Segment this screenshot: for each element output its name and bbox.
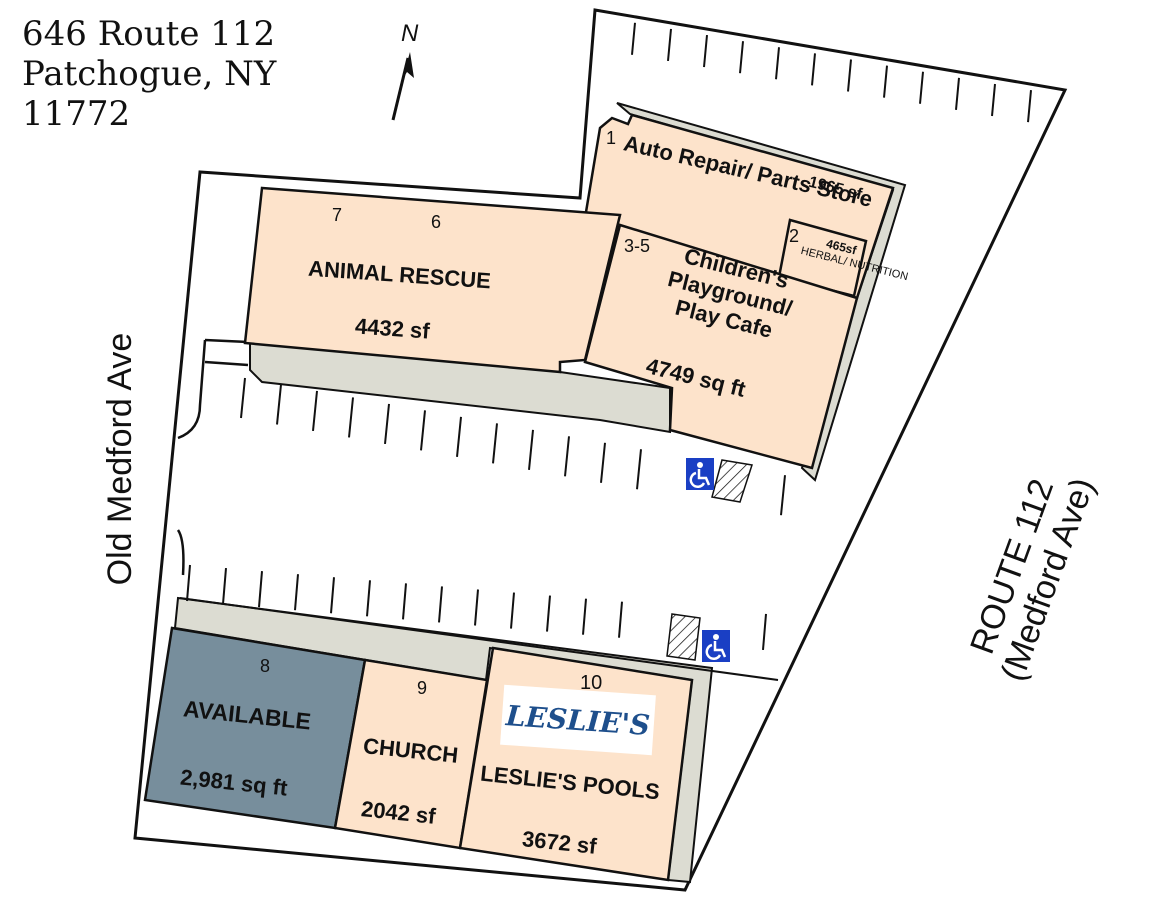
parking-stripe	[402, 583, 407, 620]
parking-stripe	[294, 574, 299, 611]
parking-stripe	[474, 589, 479, 626]
handicap-icon-south	[702, 630, 730, 662]
handicap-icon-north	[686, 458, 714, 490]
unit-animal-rescue	[243, 186, 622, 374]
parking-stripe	[366, 580, 371, 617]
unit-number-9: 9	[417, 678, 428, 698]
parking-stripe	[955, 77, 960, 110]
north-label: N	[401, 20, 419, 47]
parking-stripe	[883, 65, 888, 98]
north-arrow-icon	[391, 52, 414, 121]
parking-stripe	[528, 429, 534, 470]
parking-stripe	[179, 597, 779, 681]
parking-stripe	[919, 71, 924, 104]
parking-stripe	[492, 423, 498, 464]
parking-stripe	[222, 567, 227, 605]
hatched-space-north	[711, 459, 753, 503]
parking-stripe	[739, 41, 744, 74]
parking-stripe	[582, 598, 587, 635]
unit-number-6: 6	[431, 212, 442, 232]
parking-stripe	[186, 564, 191, 602]
parking-stripe	[330, 577, 335, 614]
address-line3: 11772	[22, 94, 131, 134]
parking-stripe	[780, 475, 786, 516]
parking-stripe	[703, 34, 708, 68]
parking-stripe	[847, 59, 852, 92]
address-block: 646 Route 112 Patchogue, NY 11772	[22, 14, 276, 134]
address-line1: 646 Route 112	[22, 14, 276, 54]
road-old-medford-ave: Old Medford Ave	[101, 332, 139, 586]
parking-stripe	[348, 397, 354, 438]
unit-number-7: 7	[332, 205, 343, 225]
unit-childrens-playground	[583, 223, 859, 470]
parking-stripe	[762, 613, 767, 651]
parking-stripe	[276, 384, 282, 425]
unit-number-2: 2	[789, 226, 800, 246]
parking-stripe	[312, 390, 318, 432]
parking-stripe	[510, 592, 515, 629]
address-line2: Patchogue, NY	[22, 54, 277, 94]
unit-number-10: 10	[580, 672, 603, 694]
driveway-curb-north	[176, 338, 249, 576]
unit-number-8: 8	[260, 656, 271, 676]
parking-stripe	[384, 403, 390, 445]
parking-stripe	[456, 416, 462, 457]
parking-stripe	[618, 601, 623, 638]
parking-stripe	[240, 377, 246, 419]
parking-stripe	[564, 436, 570, 477]
parking-stripe	[631, 22, 636, 55]
unit-number-1: 1	[606, 128, 617, 148]
parking-stripe	[438, 586, 443, 623]
parking-stripe	[667, 28, 672, 62]
parking-stripe	[775, 47, 780, 80]
parking-stripe	[991, 83, 996, 117]
unit-number-3-5: 3-5	[624, 236, 651, 256]
parking-stripe	[1027, 90, 1032, 123]
unit-size-animal-rescue: 4432 sf	[354, 313, 431, 344]
hatched-space-south	[666, 613, 701, 661]
parking-stripe	[636, 449, 642, 490]
parking-stripe	[258, 571, 263, 608]
leslies-logo-text: LESLIE'S	[504, 698, 652, 742]
parking-stripe	[546, 595, 551, 632]
parking-stripe	[811, 53, 816, 86]
parking-stripe	[600, 442, 606, 483]
parking-stripes	[179, 22, 1032, 681]
leslies-logo: LESLIE'S	[500, 684, 656, 756]
parking-stripe	[420, 410, 426, 451]
